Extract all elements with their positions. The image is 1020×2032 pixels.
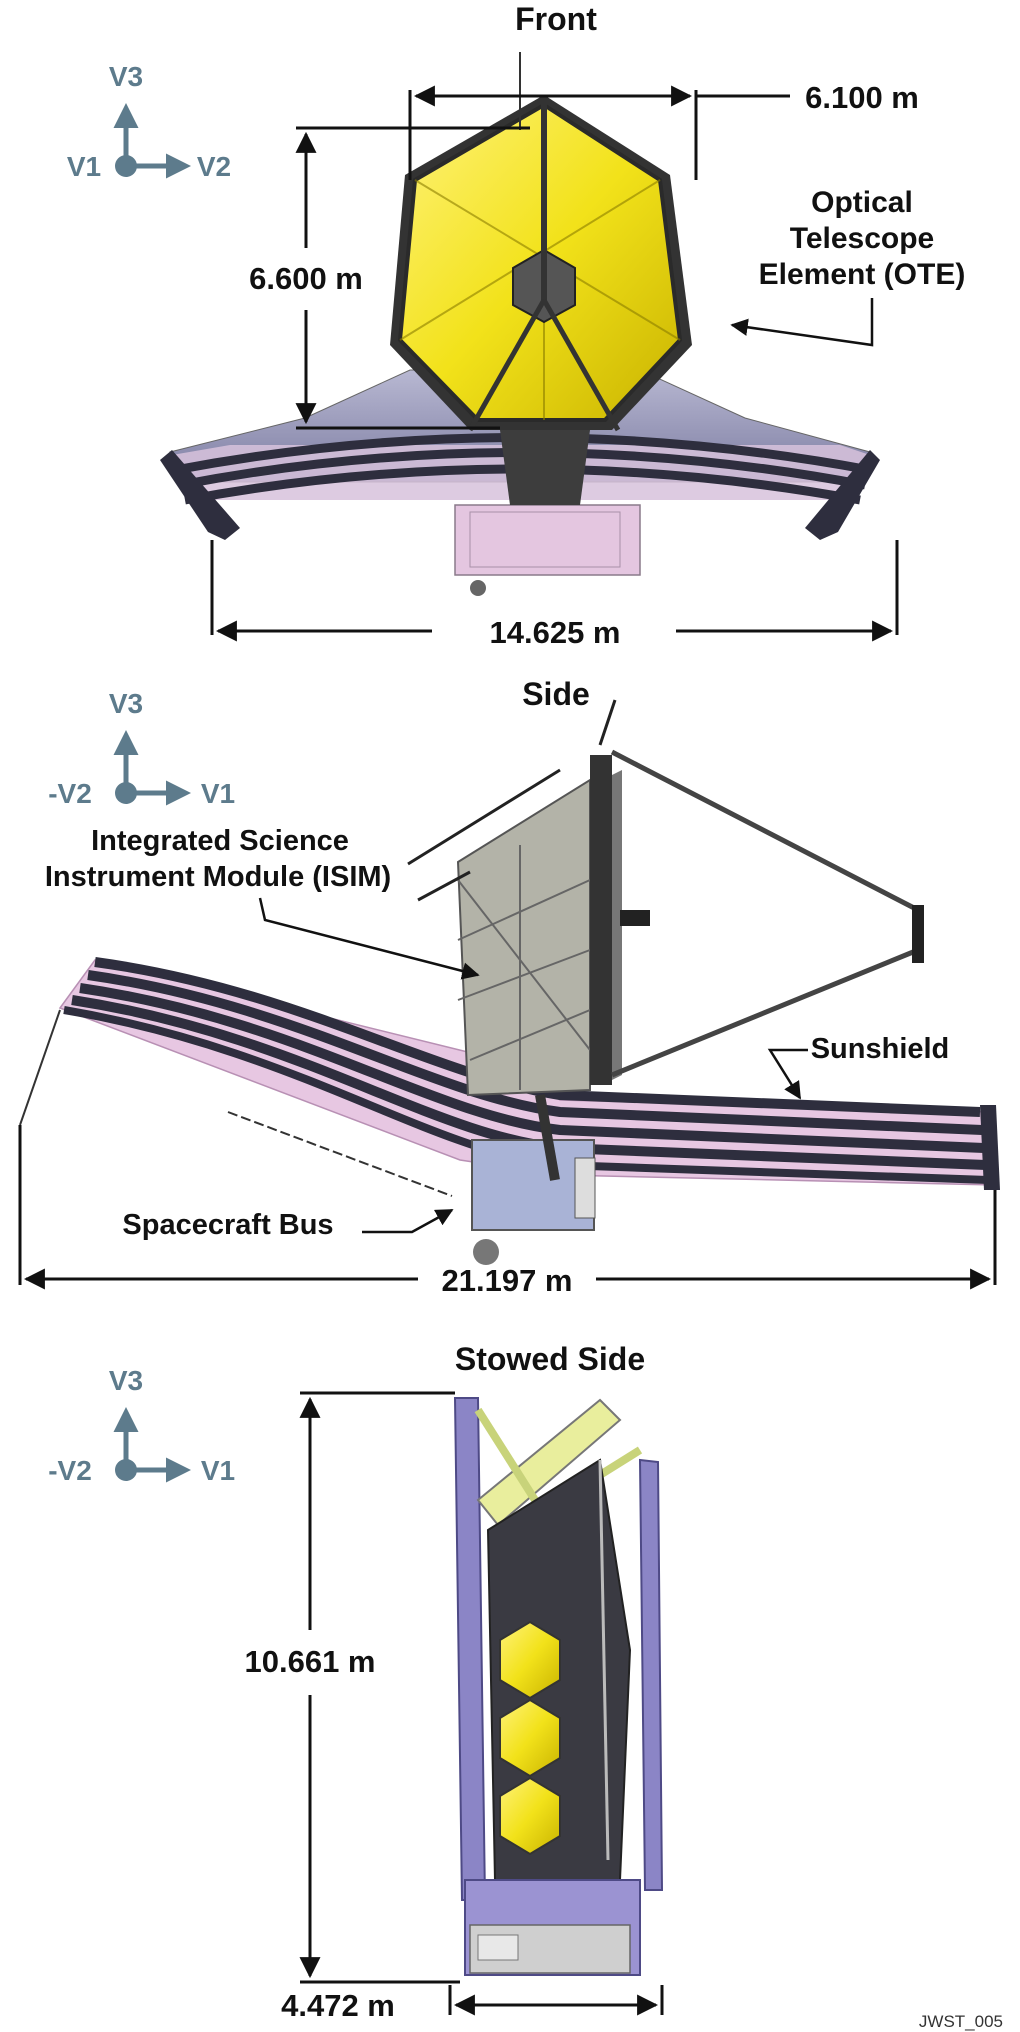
front-dimensions: 6.100 m 6.600 m 14.625 m xyxy=(210,80,919,650)
stowed-axes-triad: V3 -V2 V1 xyxy=(48,1365,235,1486)
stowed-spacecraft xyxy=(453,1397,664,1976)
front-axis-left: V1 xyxy=(67,151,101,182)
side-view: Side V3 -V2 V1 xyxy=(18,676,1000,1298)
front-width-dim: 6.100 m xyxy=(805,80,919,115)
side-axis-left: -V2 xyxy=(48,778,92,809)
ote-callout: Optical Telescope Element (OTE) xyxy=(730,186,966,347)
front-axis-up: V3 xyxy=(109,61,143,92)
front-axes-triad: V3 V1 V2 xyxy=(67,61,231,182)
stowed-axis-right: V1 xyxy=(201,1455,235,1486)
stowed-axis-up: V3 xyxy=(109,1365,143,1396)
side-span-dim: 21.197 m xyxy=(442,1263,573,1298)
side-isim-structure xyxy=(407,768,596,1265)
front-primary-mirror xyxy=(390,52,692,505)
front-view: Front V3 V1 V2 xyxy=(67,1,965,650)
stowed-view: Stowed Side V3 -V2 V1 xyxy=(48,1341,1003,2031)
side-title: Side xyxy=(522,676,590,712)
side-dimensions: 21.197 m xyxy=(18,1125,997,1298)
side-axis-right: V1 xyxy=(201,778,235,809)
stowed-dimensions: 10.661 m 4.472 m xyxy=(245,1391,664,2023)
front-height-dim: 6.600 m xyxy=(249,261,363,296)
stowed-height-dim: 10.661 m xyxy=(245,1644,376,1679)
sunshield-callout: Sunshield xyxy=(767,1033,950,1100)
isim-label-line1: Integrated Science xyxy=(91,825,349,857)
figure-id: JWST_005 xyxy=(919,2012,1003,2031)
stowed-width-dim: 4.472 m xyxy=(281,1988,395,2023)
ote-label-line3: Element (OTE) xyxy=(759,258,966,291)
isim-label-line2: Instrument Module (ISIM) xyxy=(45,861,391,893)
bus-callout: Spacecraft Bus xyxy=(122,1208,454,1241)
side-axis-up: V3 xyxy=(109,688,143,719)
side-telescope xyxy=(535,699,924,1181)
isim-callout: Integrated Science Instrument Module (IS… xyxy=(45,825,480,980)
side-axes-triad: V3 -V2 V1 xyxy=(48,688,235,809)
front-title: Front xyxy=(515,1,597,37)
bus-label: Spacecraft Bus xyxy=(122,1209,333,1241)
ote-label-line2: Telescope xyxy=(790,222,935,255)
front-span-dim: 14.625 m xyxy=(490,615,621,650)
stowed-title: Stowed Side xyxy=(455,1341,645,1377)
front-axis-right: V2 xyxy=(197,151,231,182)
stowed-axis-left: -V2 xyxy=(48,1455,92,1486)
sunshield-label: Sunshield xyxy=(811,1033,950,1065)
ote-label-line1: Optical xyxy=(811,186,913,219)
